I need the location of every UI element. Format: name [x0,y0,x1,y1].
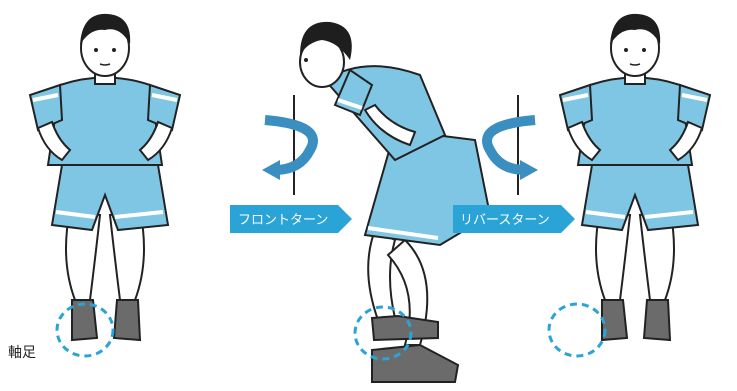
dashed-circle-icon [549,304,605,356]
reverse-turn-label: リバースターン [460,213,550,228]
front-turn-label: フロントターン [238,213,328,228]
figure-right [560,14,710,340]
rotation-arrow-icon [262,120,313,180]
pivot-foot-label: 軸足 [8,345,36,361]
reverse-turn-arrow: リバースターン [453,205,575,233]
rotation-arrow-icon [487,120,538,180]
figure-left [30,14,180,340]
front-turn-arrow: フロントターン [230,205,352,233]
figure-center [300,22,490,382]
